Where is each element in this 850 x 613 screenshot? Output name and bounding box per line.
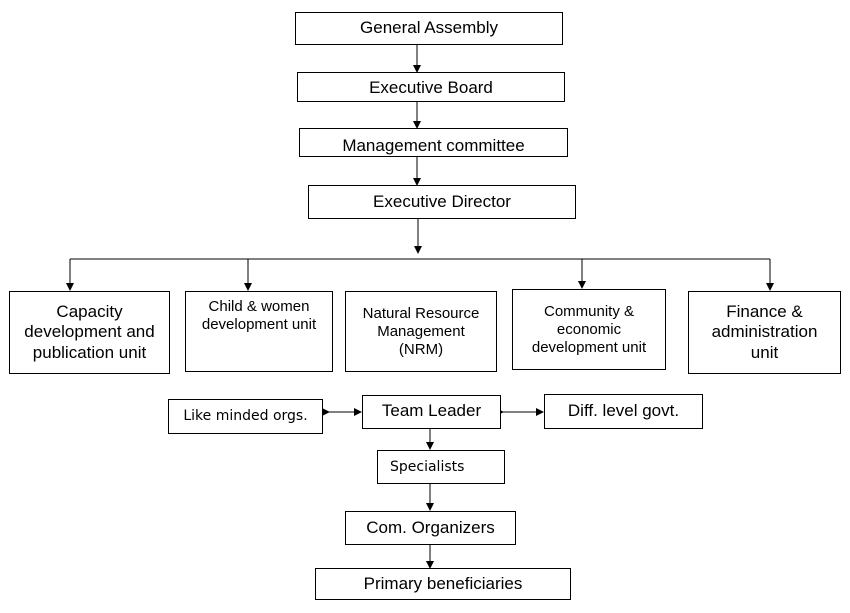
diff-level-govt-box: Diff. level govt. [544, 394, 703, 429]
finance-administration-unit-box: Finance & administration unit [688, 291, 841, 374]
executive-director-box: Executive Director [308, 185, 576, 219]
community-economic-unit-box: Community & economic development unit [512, 289, 666, 370]
com-organizers-box: Com. Organizers [345, 511, 516, 545]
executive-board-box: Executive Board [297, 72, 565, 102]
primary-beneficiaries-box: Primary beneficiaries [315, 568, 571, 600]
nrm-unit-box: Natural Resource Management (NRM) [345, 291, 497, 372]
management-committee-box: Management committee [299, 128, 568, 157]
capacity-development-unit-box: Capacity development and publication uni… [9, 291, 170, 374]
team-leader-box: Team Leader [362, 395, 501, 429]
child-women-unit-box: Child & women development unit [185, 291, 333, 372]
general-assembly-box: General Assembly [295, 12, 563, 45]
like-minded-orgs-box: Like minded orgs. [168, 399, 323, 434]
specialists-box: Specialists [377, 450, 505, 484]
